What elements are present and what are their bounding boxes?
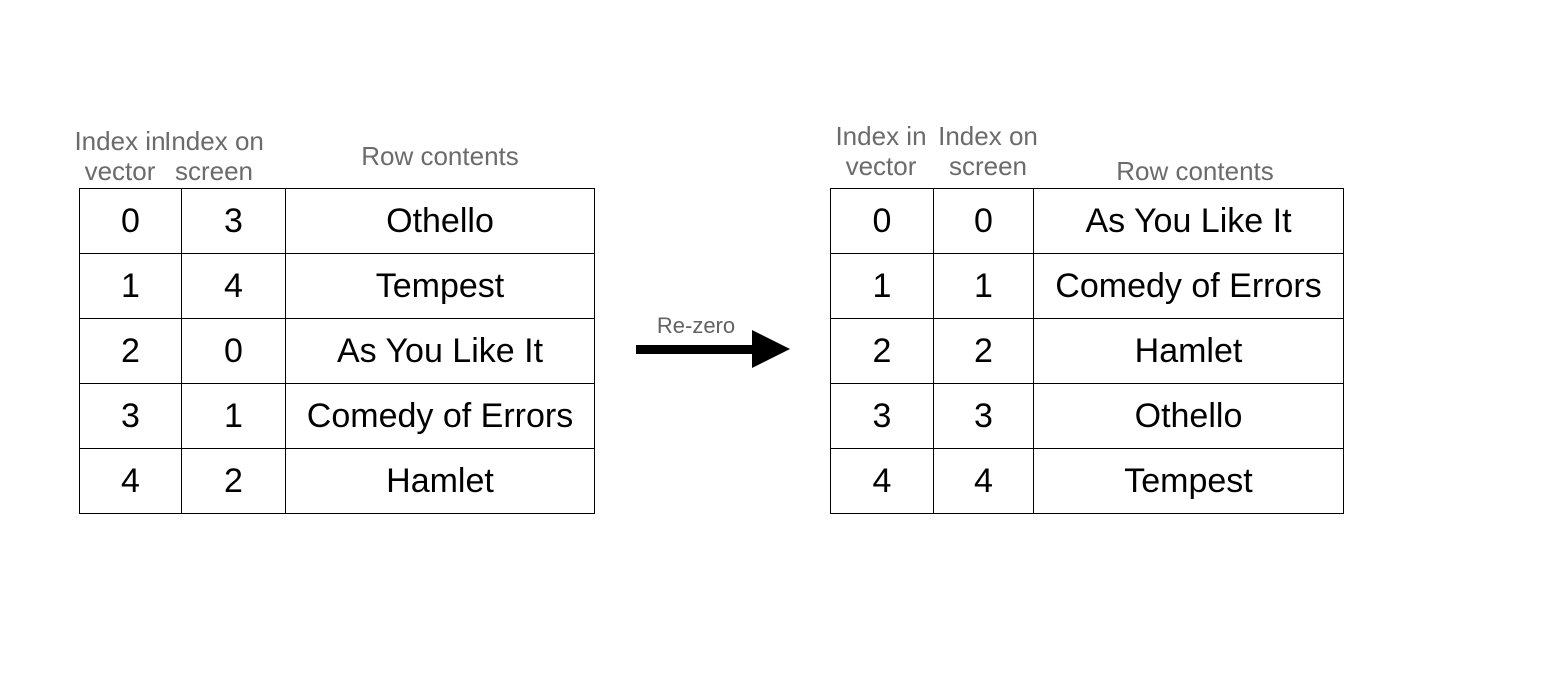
cell-row-contents: Comedy of Errors [1033,253,1344,319]
header-line: vector [845,151,917,181]
cell-row-contents: Othello [1033,383,1344,449]
cell-index-in-vector: 4 [830,448,934,514]
arrow-head-icon [752,330,790,368]
cell-index-on-screen: 4 [181,253,286,319]
table-row: 1 1 Comedy of Errors [830,253,1344,319]
table-row: 3 3 Othello [830,383,1344,449]
table-row: 3 1 Comedy of Errors [79,383,595,449]
cell-index-in-vector: 3 [830,383,934,449]
arrow-label: Re-zero [656,313,736,338]
cell-index-in-vector: 2 [79,318,182,384]
header-line: vector [84,156,156,186]
cell-index-in-vector: 0 [830,188,934,254]
right-column-header-row-contents: Row contents [1116,156,1274,186]
cell-index-on-screen: 1 [933,253,1034,319]
header-line: Index on [938,121,1038,151]
cell-index-in-vector: 0 [79,188,182,254]
arrow-shaft [636,345,754,354]
table-row: 0 0 As You Like It [830,188,1344,254]
header-line: Index on [164,126,264,156]
cell-index-on-screen: 2 [181,448,286,514]
cell-index-on-screen: 3 [181,188,286,254]
table-after-rezero: 0 0 As You Like It 1 1 Comedy of Errors … [830,188,1344,514]
cell-index-on-screen: 2 [933,318,1034,384]
cell-row-contents: Hamlet [285,448,595,514]
cell-index-in-vector: 4 [79,448,182,514]
table-row: 2 0 As You Like It [79,318,595,384]
cell-index-on-screen: 4 [933,448,1034,514]
cell-row-contents: Othello [285,188,595,254]
right-column-header-index-on-screen: Index on screen [938,121,1038,181]
cell-index-in-vector: 1 [830,253,934,319]
cell-index-in-vector: 2 [830,318,934,384]
cell-row-contents: As You Like It [1033,188,1344,254]
table-row: 2 2 Hamlet [830,318,1344,384]
cell-index-in-vector: 3 [79,383,182,449]
header-line: Index in [74,126,166,156]
cell-row-contents: Tempest [1033,448,1344,514]
table-row: 0 3 Othello [79,188,595,254]
right-column-header-index-in-vector: Index in vector [835,121,926,181]
header-line: screen [948,151,1028,181]
left-column-header-index-on-screen: Index on screen [164,126,264,186]
cell-row-contents: As You Like It [285,318,595,384]
left-column-header-index-in-vector: Index in vector [74,126,165,186]
header-line: screen [174,156,254,186]
cell-row-contents: Hamlet [1033,318,1344,384]
cell-row-contents: Comedy of Errors [285,383,595,449]
cell-index-on-screen: 0 [933,188,1034,254]
table-row: 1 4 Tempest [79,253,595,319]
cell-index-in-vector: 1 [79,253,182,319]
cell-index-on-screen: 3 [933,383,1034,449]
header-line: Index in [835,121,927,151]
left-column-header-row-contents: Row contents [361,141,519,171]
table-before-rezero: 0 3 Othello 1 4 Tempest 2 0 As You Like … [79,188,595,514]
table-row: 4 2 Hamlet [79,448,595,514]
cell-row-contents: Tempest [285,253,595,319]
cell-index-on-screen: 0 [181,318,286,384]
table-row: 4 4 Tempest [830,448,1344,514]
cell-index-on-screen: 1 [181,383,286,449]
